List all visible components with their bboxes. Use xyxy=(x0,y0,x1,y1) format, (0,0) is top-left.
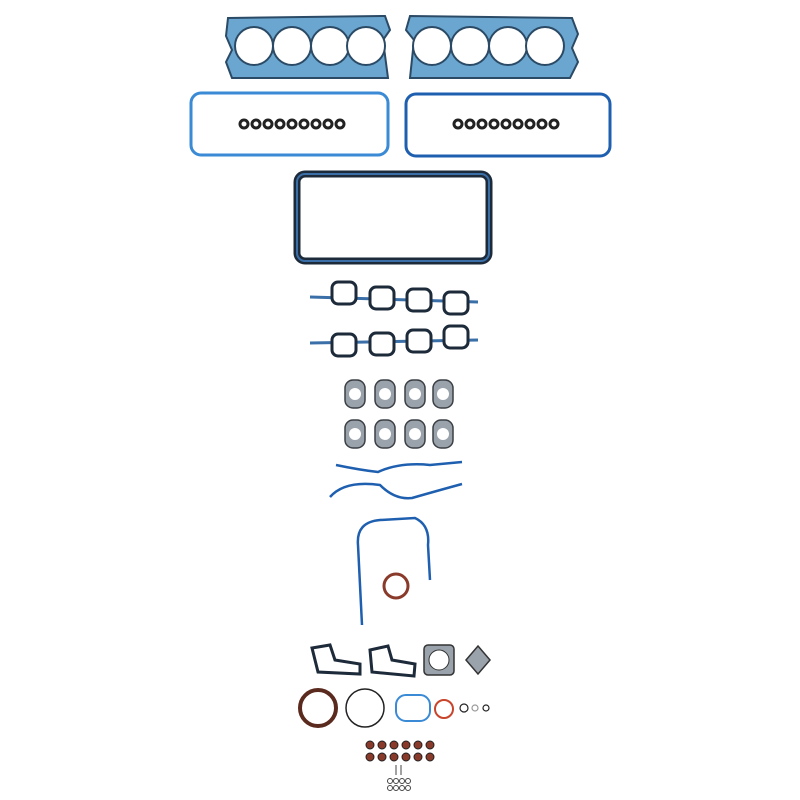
intake-manifold-gasket-upper xyxy=(309,280,479,316)
small-o-ring-3 xyxy=(482,704,490,712)
timing-cover-gasket-upper xyxy=(335,460,463,474)
small-washers xyxy=(387,765,411,791)
small-o-ring-1 xyxy=(459,703,469,713)
intake-manifold-gasket-lower xyxy=(309,324,479,358)
front-cover-gasket xyxy=(356,516,432,626)
exhaust-gasket-ports xyxy=(349,388,449,440)
small-o-ring-2 xyxy=(471,704,479,712)
exhaust-gaskets xyxy=(344,379,454,449)
throttle-body-bore xyxy=(428,649,450,671)
valve-stem-seals xyxy=(365,740,435,762)
spark-plug-seals-left xyxy=(238,118,346,130)
valve-cover-gasket-right xyxy=(404,92,612,158)
egr-gasket xyxy=(465,644,491,676)
water-outlet-gaskets xyxy=(310,643,417,678)
head-gasket-left xyxy=(224,14,392,79)
o-ring-red xyxy=(434,699,454,719)
oil-pump-gasket xyxy=(395,694,431,722)
oil-pan-gasket xyxy=(293,170,493,265)
spark-plug-seals-right xyxy=(452,118,560,130)
timing-cover-gasket-lower xyxy=(329,482,463,500)
head-gasket-right xyxy=(404,14,580,79)
front-crank-seal xyxy=(382,572,410,600)
large-o-ring-black xyxy=(345,688,385,728)
valve-cover-gasket-left xyxy=(189,91,390,157)
rear-main-seal xyxy=(298,688,338,728)
